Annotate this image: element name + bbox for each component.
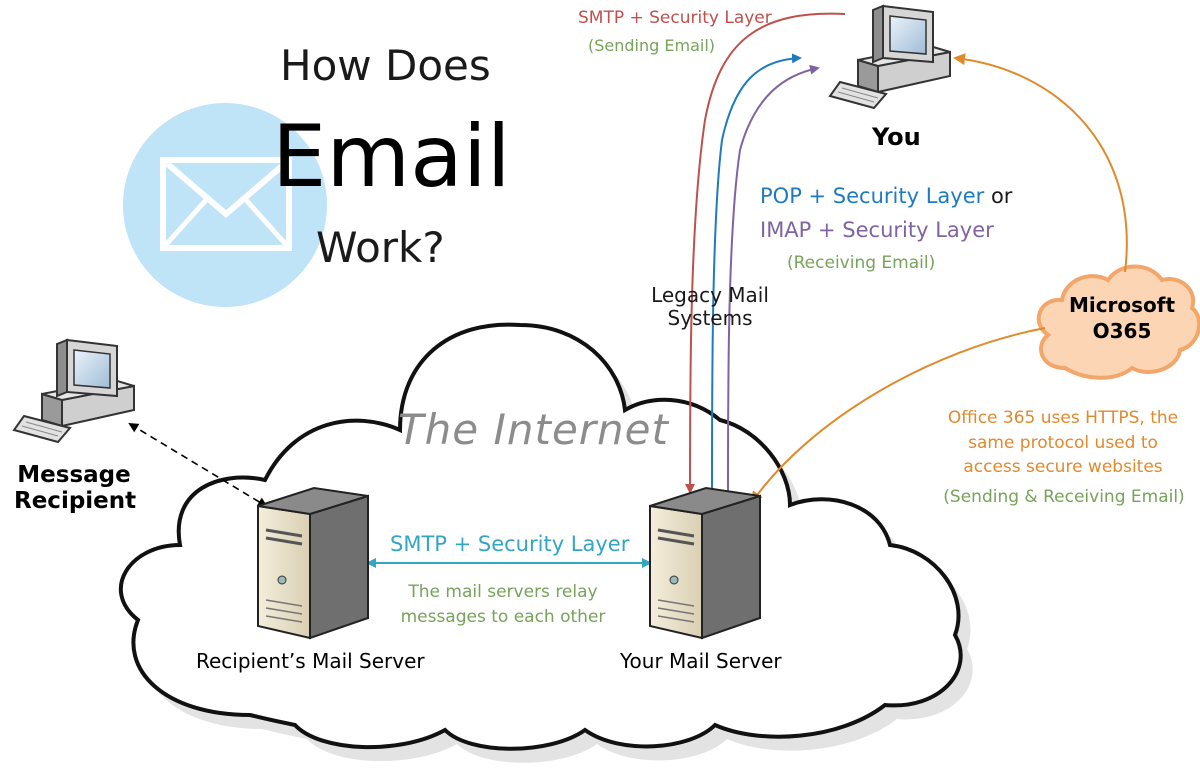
- recipient-mail-server-label: Recipient’s Mail Server: [196, 649, 425, 673]
- your-mail-server-label: Your Mail Server: [620, 649, 782, 673]
- pop-label-text: POP + Security Layer: [760, 184, 985, 208]
- envelope-icon: [123, 103, 327, 307]
- message-recipient-label: Message Recipient: [14, 462, 137, 515]
- you-computer-icon: [828, 4, 951, 110]
- o365-cloud-icon: [1036, 264, 1200, 380]
- server-smtp-security-label: SMTP + Security Layer: [390, 532, 630, 556]
- title-line-1: How Does: [280, 41, 491, 90]
- relay-note: The mail servers relay messages to each …: [400, 582, 606, 627]
- title-line-2: Email: [272, 107, 511, 207]
- title-line-3: Work?: [316, 223, 445, 272]
- you-label: You: [872, 123, 921, 151]
- imap-security-label: IMAP + Security Layer: [760, 218, 994, 242]
- recipient-connection-arrow: [128, 422, 268, 508]
- https-to-you-arrow: [953, 53, 1128, 273]
- microsoft-o365-label: Microsoft O365: [1068, 293, 1176, 343]
- legacy-mail-systems-label: Legacy Mail Systems: [651, 283, 769, 330]
- recipient-mail-server-icon: [257, 486, 369, 640]
- internet-label: The Internet: [398, 405, 669, 454]
- smtp-send-arrow: [685, 12, 846, 494]
- o365-https-note: Office 365 uses HTTPS, the same protocol…: [947, 408, 1179, 478]
- smtp-security-label: SMTP + Security Layer: [578, 8, 772, 28]
- imap-receive-arrow: [727, 64, 820, 493]
- recipient-computer-icon: [12, 338, 135, 444]
- pop-security-label: POP + Security Layer or: [760, 184, 1012, 208]
- sending-email-label: (Sending Email): [588, 36, 715, 55]
- pop-receive-arrow: [711, 53, 802, 491]
- o365-sending-receiving-label: (Sending & Receiving Email): [943, 487, 1185, 507]
- https-to-server-arrow: [750, 327, 1046, 504]
- your-mail-server-icon: [649, 486, 761, 640]
- receiving-email-label: (Receiving Email): [787, 253, 936, 273]
- or-label: or: [990, 184, 1013, 208]
